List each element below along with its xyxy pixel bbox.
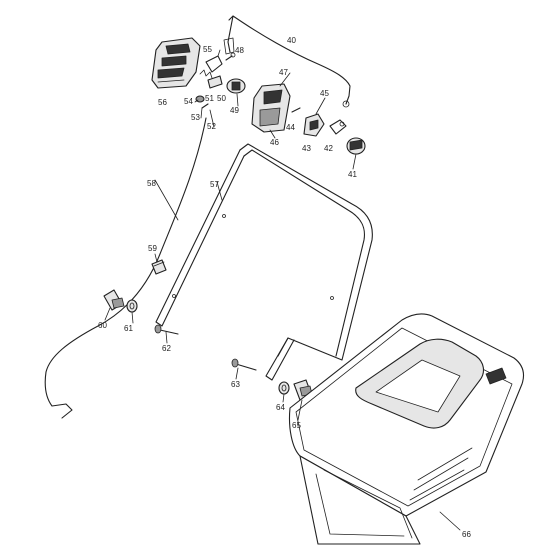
label-60: 60 [98,321,107,330]
label-56: 56 [158,98,167,107]
label-66: 66 [462,530,471,539]
label-41: 41 [348,170,357,179]
label-53: 53 [191,113,200,122]
part-48-screw [225,52,236,61]
label-52: 52 [207,122,216,131]
part-49-cable-connector [226,78,246,94]
part-59-cable-clip [151,259,167,275]
part-57-upper-handle [155,143,373,381]
part-62-bolt [154,324,179,335]
label-43: 43 [302,144,311,153]
label-50: 50 [217,94,226,103]
label-45: 45 [320,89,329,98]
part-47-switch-housing [251,83,291,133]
part-64-washer [278,381,290,395]
part-51-clip [207,75,223,89]
part-63-bolt [231,358,257,371]
part-41-switch-knob [346,137,366,155]
label-47: 47 [279,68,288,77]
label-40: 40 [287,36,296,45]
part-53-pin [201,103,209,109]
label-46: 46 [270,138,279,147]
part-43-switch-clip [303,113,325,137]
part-40-bail-cable [223,15,351,108]
label-51: 51 [205,94,214,103]
label-42: 42 [324,144,333,153]
part-61-washer [126,299,138,313]
label-62: 62 [162,344,171,353]
part-44-screw [291,107,301,113]
label-54: 54 [184,97,193,106]
leader-lines [104,72,461,531]
label-44: 44 [286,123,295,132]
part-58-bowden-cable [44,117,207,419]
label-58: 58 [147,179,156,188]
part-42-lever-pin [329,119,347,135]
label-64: 64 [276,403,285,412]
part-55-lever [205,49,223,73]
part-66-grass-catcher [288,313,525,545]
label-48: 48 [235,46,244,55]
label-55: 55 [203,45,212,54]
part-number-labels: 40 41 42 43 44 45 46 47 48 49 50 51 52 5… [98,36,471,539]
part-60-wing-knob [103,289,125,311]
part-50-spring [199,69,213,79]
label-61: 61 [124,324,133,333]
label-49: 49 [230,106,239,115]
label-57: 57 [210,180,219,189]
label-63: 63 [231,380,240,389]
label-65: 65 [292,421,301,430]
label-59: 59 [148,244,157,253]
part-54-nut [195,95,205,103]
part-56-control-housing [151,37,201,89]
